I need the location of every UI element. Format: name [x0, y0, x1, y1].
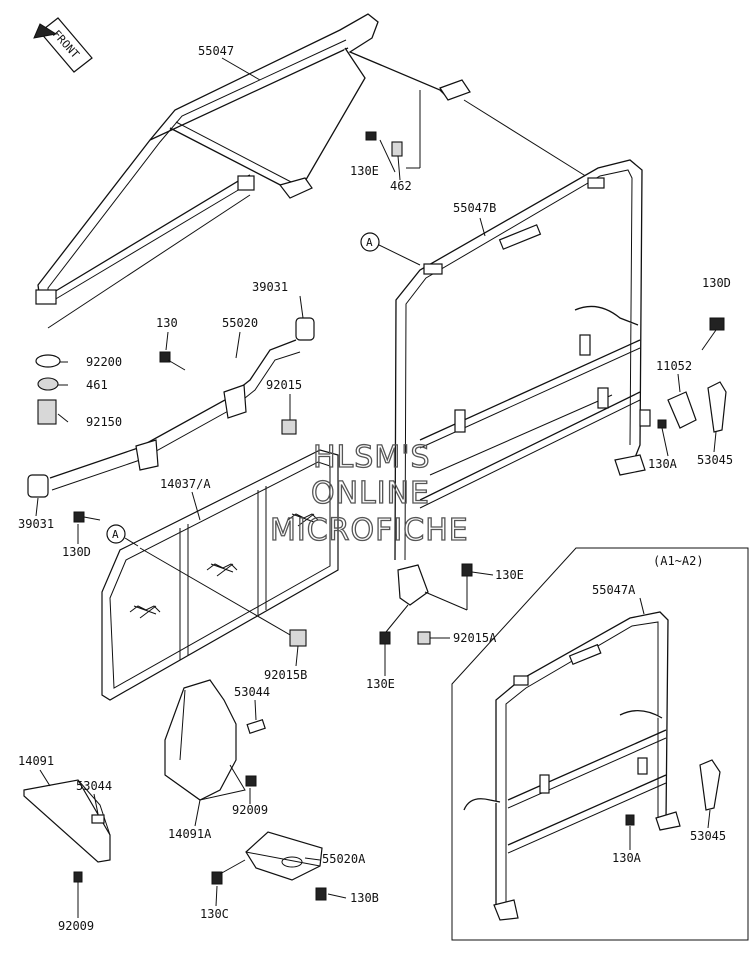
roof-frame-55047 [35, 13, 471, 305]
label-130A-right: 130A [648, 457, 678, 471]
bolt-130 [159, 351, 171, 363]
bolt-130E-top [365, 131, 377, 141]
label-130D-left: 130D [62, 545, 91, 559]
nut-92015A [417, 631, 431, 645]
label-55020: 55020 [222, 316, 258, 330]
label-55047B: 55047B [453, 201, 496, 215]
label-92009-bottom: 92009 [58, 919, 94, 933]
nut-92015 [281, 419, 297, 435]
label-53045-right: 53045 [697, 453, 733, 467]
label-461: 461 [86, 378, 108, 392]
label-14091A: 14091A [168, 827, 212, 841]
label-92015B: 92015B [264, 668, 307, 682]
label-92015A: 92015A [453, 631, 497, 645]
bolt-130A-right [657, 419, 667, 429]
bolt-130C [211, 871, 223, 885]
label-130D-right: 130D [702, 276, 731, 290]
label-130C: 130C [200, 907, 229, 921]
label-130E-top: 130E [350, 164, 379, 178]
plate-55020A [245, 831, 323, 881]
watermark-line-3: MICROFICHE [270, 513, 469, 548]
ref-marker-a-upper: A [360, 232, 421, 266]
label-92009-mid: 92009 [232, 803, 268, 817]
label-55047: 55047 [198, 44, 234, 58]
label-130: 130 [156, 316, 178, 330]
label-130A-inset: 130A [612, 851, 642, 865]
label-92015: 92015 [266, 378, 302, 392]
roll-cage-55047B [394, 159, 651, 606]
label-130E-bottom: 130E [366, 677, 395, 691]
panel-14037A [101, 449, 339, 701]
latch-53045-right [707, 381, 727, 433]
label-462: 462 [390, 179, 412, 193]
front-arrow-icon: FRONT [33, 17, 93, 73]
inset-a1-a2 [451, 547, 749, 941]
bolt-130D-left [73, 511, 85, 523]
label-14091: 14091 [18, 754, 54, 768]
label-inset-a1-a2: (A1~A2) [653, 554, 704, 568]
label-53044-left: 53044 [76, 779, 112, 793]
bolt-92150 [37, 399, 57, 425]
label-92150: 92150 [86, 415, 122, 429]
nut-462 [391, 141, 403, 157]
label-53045-inset: 53045 [690, 829, 726, 843]
clip-53044-mid [246, 718, 266, 734]
bolt-92009-bottom [73, 871, 83, 883]
washer-92200 [35, 354, 61, 368]
guard-14091A [164, 679, 246, 801]
bolt-130A-inset [625, 814, 635, 826]
watermark-line-1: HLSM'S [313, 440, 431, 475]
bolt-92009-mid [245, 775, 257, 787]
label-14037A: 14037/A [160, 477, 211, 491]
ref-marker-a-lower: A [106, 524, 139, 547]
label-130E-mid: 130E [495, 568, 524, 582]
front-bar-55020 [49, 339, 301, 491]
clip-53044-left [91, 814, 105, 824]
bolt-130E-bottom [379, 631, 391, 645]
label-55047A: 55047A [592, 583, 636, 597]
svg-text:A: A [112, 528, 119, 541]
nut-92015B [289, 629, 307, 647]
bushing-39031-bottom [27, 474, 49, 498]
washer-461 [37, 377, 59, 391]
label-39031-bottom: 39031 [18, 517, 54, 531]
svg-text:A: A [366, 236, 373, 249]
label-92200: 92200 [86, 355, 122, 369]
watermark-line-2: ONLINE [311, 476, 430, 511]
label-39031-top: 39031 [252, 280, 288, 294]
label-55020A: 55020A [322, 852, 366, 866]
latch-53045-inset [699, 759, 721, 811]
label-130B: 130B [350, 891, 379, 905]
label-53044-mid: 53044 [234, 685, 270, 699]
bolt-130D-right [709, 317, 725, 331]
label-11052: 11052 [656, 359, 692, 373]
bracket-11052 [667, 391, 697, 429]
bolt-130B [315, 887, 327, 901]
bushing-39031-top [295, 317, 315, 341]
bolt-130E-mid [461, 563, 473, 577]
guard-14091 [23, 779, 111, 863]
